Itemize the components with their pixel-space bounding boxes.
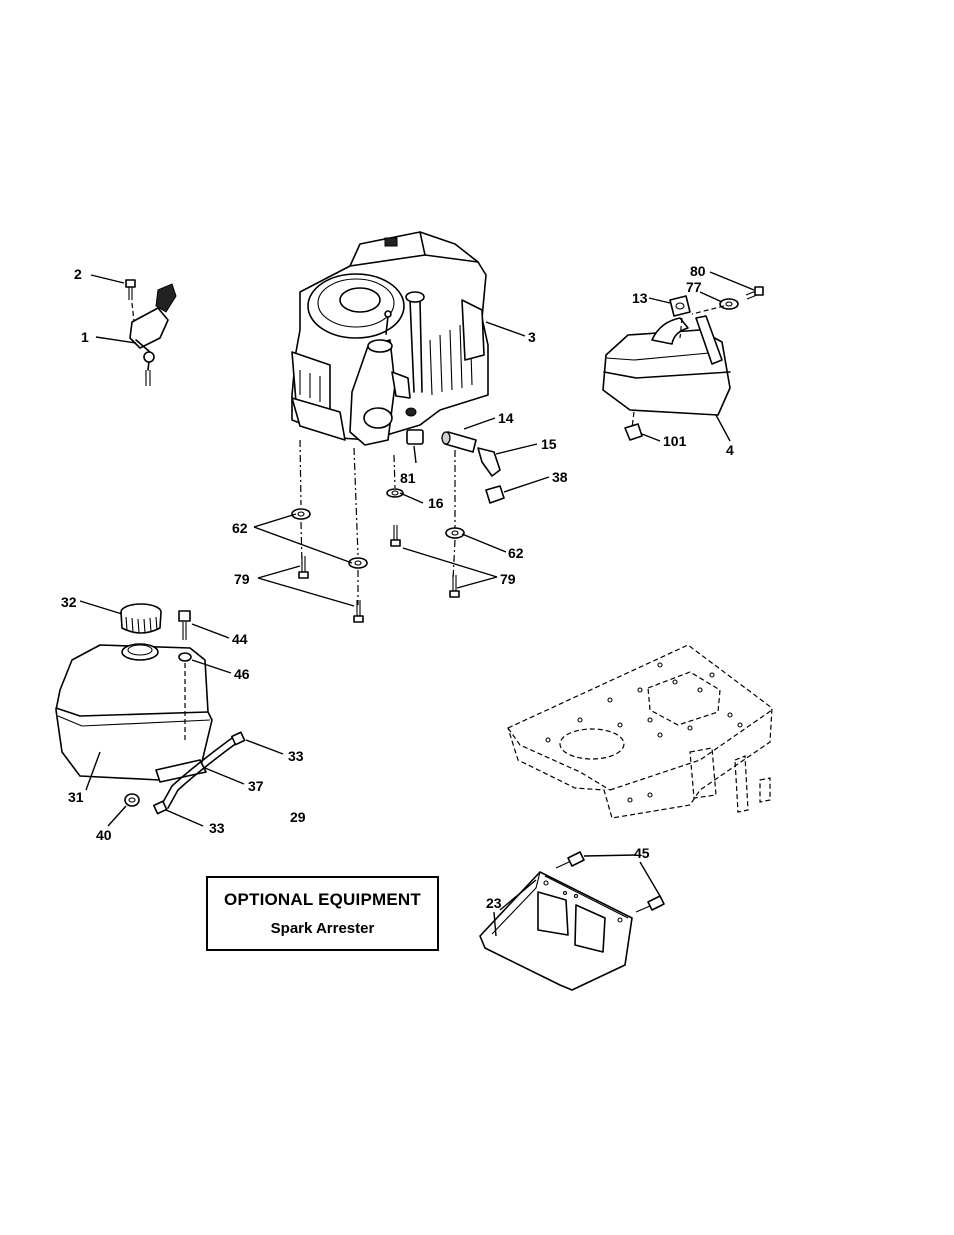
label-part-3: 3 <box>528 329 536 345</box>
label-part-2: 2 <box>74 266 82 282</box>
label-part-23: 23 <box>486 895 502 911</box>
optional-equipment-item: Spark Arrester <box>271 920 375 937</box>
label-part-45: 45 <box>634 845 650 861</box>
label-part-79-left: 79 <box>234 571 250 587</box>
label-part-33-lower: 33 <box>209 820 225 836</box>
label-part-1: 1 <box>81 329 89 345</box>
muffler <box>603 287 763 440</box>
label-part-101: 101 <box>663 433 687 449</box>
fuel-tank <box>56 604 245 814</box>
optional-equipment-box: OPTIONAL EQUIPMENT Spark Arrester <box>206 876 439 951</box>
label-part-44: 44 <box>232 631 248 647</box>
optional-equipment-title: OPTIONAL EQUIPMENT <box>224 890 421 910</box>
engine-mount-plate <box>508 645 772 818</box>
label-part-15: 15 <box>541 436 557 452</box>
label-part-29: 29 <box>290 809 306 825</box>
throttle-control <box>126 280 176 386</box>
label-part-37: 37 <box>248 778 264 794</box>
label-part-62-right: 62 <box>508 545 524 561</box>
label-part-79-right: 79 <box>500 571 516 587</box>
label-part-16: 16 <box>428 495 444 511</box>
alignment-lines <box>300 440 455 605</box>
label-part-81: 81 <box>400 470 416 486</box>
callout-brackets <box>254 514 497 606</box>
label-part-33-upper: 33 <box>288 748 304 764</box>
label-part-77: 77 <box>686 279 702 295</box>
label-part-62-left: 62 <box>232 520 248 536</box>
label-part-14: 14 <box>498 410 514 426</box>
label-part-46: 46 <box>234 666 250 682</box>
engine-illustration <box>292 232 488 445</box>
label-part-13: 13 <box>632 290 648 306</box>
label-part-38: 38 <box>552 469 568 485</box>
label-part-40: 40 <box>96 827 112 843</box>
label-part-31: 31 <box>68 789 84 805</box>
label-part-4: 4 <box>726 442 734 458</box>
label-part-32: 32 <box>61 594 77 610</box>
spark-arrester <box>480 852 664 990</box>
label-part-80: 80 <box>690 263 706 279</box>
